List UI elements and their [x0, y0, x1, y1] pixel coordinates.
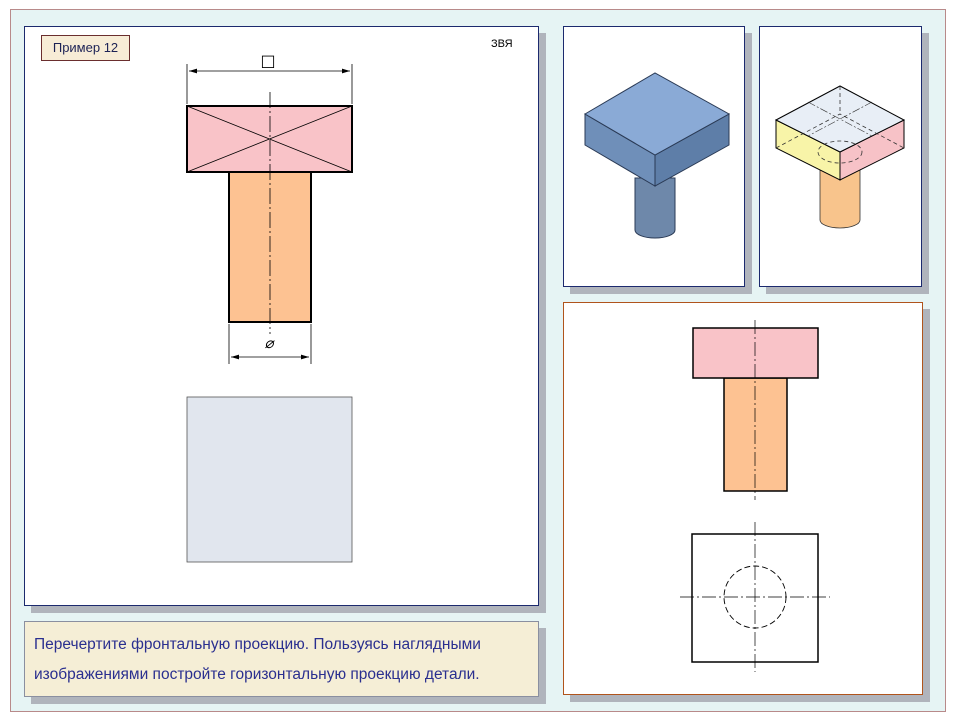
- iso-cylinder: [634, 177, 676, 239]
- iso2-top-face: [774, 85, 906, 153]
- isometric-solid: [584, 72, 731, 239]
- iso-block-top-face: [584, 72, 731, 156]
- iso2-hidden-cylinder-top: [817, 140, 863, 164]
- task-instruction: Перечертите фронтальную проекцию. Пользу…: [34, 630, 534, 690]
- isometric-transparent: [774, 85, 906, 229]
- answer-front-view: [692, 320, 819, 500]
- task-text-panel: [24, 621, 539, 697]
- task-line-2: изображениями постройте горизонтальную п…: [34, 666, 480, 683]
- square-symbol: □: [260, 51, 275, 70]
- code-label: ЗВЯ: [491, 38, 513, 50]
- diameter-symbol: ⌀: [264, 334, 275, 352]
- answer-head: [692, 327, 819, 379]
- iso2-axis-2: [807, 101, 873, 137]
- task-line-1: Перечертите фронтальную проекцию. Пользу…: [34, 636, 481, 653]
- iso2-hidden-edges: [775, 113, 905, 149]
- answer-shaft: [723, 377, 788, 492]
- example-number-label: Пример 12: [41, 35, 130, 61]
- iso2-axis-1: [807, 101, 873, 137]
- answer-plan-view: [680, 522, 830, 672]
- head-diagonal-2: [186, 105, 353, 173]
- front-view: □ ⌀: [186, 51, 353, 364]
- plan-view-placeholder: [186, 396, 353, 563]
